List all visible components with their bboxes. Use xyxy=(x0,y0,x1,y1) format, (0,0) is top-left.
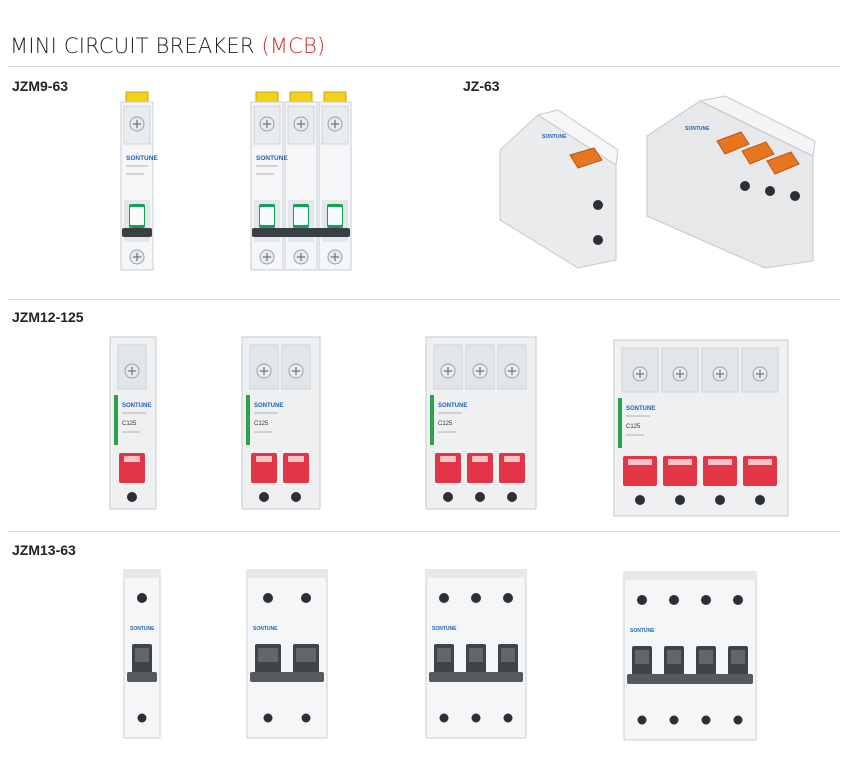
breaker-body: SONTUNE xyxy=(623,571,757,741)
breaker-body: SONTUNE xyxy=(123,569,161,739)
rating-label: C125 xyxy=(254,421,269,427)
section-label-jzm9-63: JZM9-63 xyxy=(12,78,69,94)
section-divider xyxy=(8,531,840,532)
mcb-illustration: SONTUNE xyxy=(499,109,619,269)
brand-label: SONTUNE xyxy=(432,626,457,632)
mcb-illustration: SONTUNE xyxy=(250,91,352,271)
breaker-body: SONTUNE xyxy=(120,91,158,271)
brand-label: SONTUNE xyxy=(256,155,288,162)
rating-label: C125 xyxy=(438,421,453,427)
breaker-body: SONTUNE xyxy=(646,95,816,269)
product-image-jzm12-125-4p: SONTUNE C125 xyxy=(612,338,792,520)
product-image-jzm9-63-1p: SONTUNE xyxy=(118,91,162,274)
brand-label: SONTUNE xyxy=(130,626,155,632)
breaker-body: SONTUNE xyxy=(250,91,352,271)
product-image-jz-63-1p: SONTUNE xyxy=(498,109,620,270)
page-title: MINI CIRCUIT BREAKER (MCB) xyxy=(10,34,325,58)
breaker-body: SONTUNE C125 xyxy=(241,336,321,510)
title-divider xyxy=(8,66,840,67)
mcb-illustration: SONTUNE xyxy=(646,95,816,269)
product-image-jz-63-3p: SONTUNE xyxy=(645,95,816,269)
title-accent: (MCB) xyxy=(261,34,326,58)
product-image-jzm13-63-3p: SONTUNE xyxy=(424,568,530,740)
brand-label: SONTUNE xyxy=(685,126,710,132)
mcb-illustration: SONTUNE xyxy=(246,569,328,739)
product-image-jzm12-125-1p: SONTUNE C125 xyxy=(108,335,160,513)
product-image-jzm9-63-3p: SONTUNE xyxy=(248,91,360,274)
product-image-jzm13-63-4p: SONTUNE xyxy=(622,570,760,742)
breaker-body: SONTUNE C125 xyxy=(109,336,157,510)
mcb-illustration: SONTUNE C125 xyxy=(109,336,157,510)
mcb-illustration: SONTUNE C125 xyxy=(425,336,537,510)
section-label-jz-63: JZ-63 xyxy=(463,78,500,94)
brand-label: SONTUNE xyxy=(626,406,655,412)
brand-label: SONTUNE xyxy=(542,134,567,140)
breaker-body: SONTUNE C125 xyxy=(425,336,537,510)
title-main: MINI CIRCUIT BREAKER xyxy=(10,34,255,58)
breaker-body: SONTUNE xyxy=(246,569,328,739)
rating-label: C125 xyxy=(122,421,137,427)
mcb-illustration: SONTUNE xyxy=(123,569,161,739)
brand-label: SONTUNE xyxy=(126,155,158,162)
breaker-body: SONTUNE xyxy=(499,109,619,269)
product-image-jzm12-125-2p: SONTUNE C125 xyxy=(240,335,324,513)
product-image-jzm13-63-1p: SONTUNE xyxy=(122,568,164,740)
brand-label: SONTUNE xyxy=(253,626,278,632)
brand-label: SONTUNE xyxy=(630,628,655,634)
brand-label: SONTUNE xyxy=(254,403,283,409)
mcb-illustration: SONTUNE xyxy=(623,571,757,741)
brand-label: SONTUNE xyxy=(122,403,151,409)
mcb-illustration: SONTUNE xyxy=(425,569,527,739)
breaker-body: SONTUNE xyxy=(425,569,527,739)
mcb-illustration: SONTUNE C125 xyxy=(613,339,789,517)
product-image-jzm13-63-2p: SONTUNE xyxy=(245,568,331,740)
mcb-illustration: SONTUNE xyxy=(120,91,158,271)
mcb-illustration: SONTUNE C125 xyxy=(241,336,321,510)
product-image-jzm12-125-3p: SONTUNE C125 xyxy=(424,335,540,513)
section-label-jzm12-125: JZM12-125 xyxy=(12,309,84,325)
section-divider xyxy=(8,299,840,300)
rating-label: C125 xyxy=(626,424,641,430)
brand-label: SONTUNE xyxy=(438,403,467,409)
breaker-body: SONTUNE C125 xyxy=(613,339,789,517)
section-label-jzm13-63: JZM13-63 xyxy=(12,542,76,558)
